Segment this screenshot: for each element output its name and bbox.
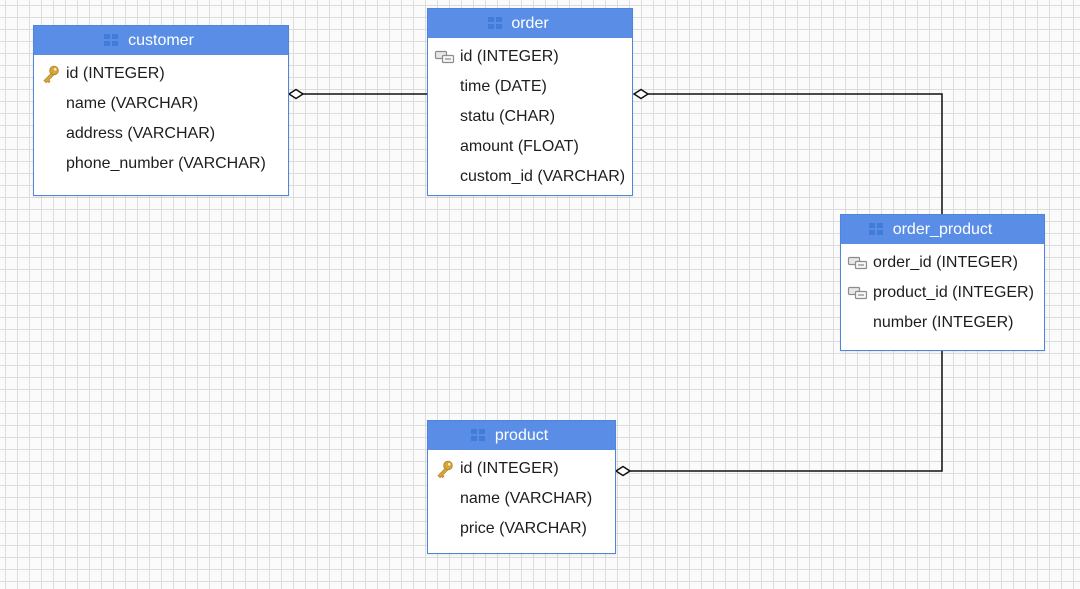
foreign-key-icon (847, 255, 869, 271)
entity-header[interactable]: order_product (841, 215, 1044, 244)
aggregation-diamond (614, 465, 632, 477)
icon-spacer (434, 491, 456, 507)
attribute-row[interactable]: amount (FLOAT) (428, 132, 632, 162)
attribute-label: order_id (INTEGER) (873, 254, 1018, 271)
attribute-label: name (VARCHAR) (460, 490, 593, 507)
relationship-customer-order (287, 88, 427, 100)
attribute-label: time (DATE) (460, 78, 547, 95)
attribute-label: product_id (INTEGER) (873, 284, 1034, 301)
entity-header[interactable]: customer (34, 26, 288, 55)
entity-order-product[interactable]: order_product order_id (INTEGER) product_i… (840, 214, 1045, 351)
entity-title: product (494, 426, 549, 444)
attribute-label: number (INTEGER) (873, 314, 1014, 331)
attribute-row[interactable]: id (INTEGER) (34, 59, 288, 89)
attribute-label: address (VARCHAR) (66, 125, 216, 142)
attribute-label: phone_number (VARCHAR) (66, 155, 266, 172)
table-icon (868, 223, 883, 235)
attribute-label: price (VARCHAR) (460, 520, 587, 537)
icon-spacer (434, 79, 456, 95)
key-icon (434, 460, 456, 479)
attribute-label: id (INTEGER) (66, 65, 165, 82)
table-icon (487, 17, 502, 29)
icon-spacer (434, 109, 456, 125)
foreign-key-icon (847, 285, 869, 301)
attribute-label: id (INTEGER) (460, 460, 559, 477)
attribute-list: id (INTEGER) name (VARCHAR) address (VARCH… (34, 55, 288, 179)
entity-customer[interactable]: customer id (INTEGER) name (VARCHAR) addres… (33, 25, 289, 196)
attribute-row[interactable]: statu (CHAR) (428, 102, 632, 132)
entity-title: customer (128, 31, 194, 49)
key-icon (40, 65, 62, 84)
icon-spacer (434, 521, 456, 537)
table-icon (471, 429, 485, 441)
attribute-row[interactable]: price (VARCHAR) (428, 514, 615, 544)
aggregation-diamond (632, 88, 650, 100)
foreign-key-icon (434, 49, 456, 65)
aggregation-diamond (287, 88, 305, 100)
attribute-row[interactable]: name (VARCHAR) (428, 484, 615, 514)
icon-spacer (40, 96, 62, 112)
attribute-row[interactable]: custom_id (VARCHAR) (428, 162, 632, 192)
attribute-label: custom_id (VARCHAR) (460, 168, 626, 185)
attribute-row[interactable]: name (VARCHAR) (34, 89, 288, 119)
attribute-row[interactable]: number (INTEGER) (841, 308, 1044, 338)
entity-header[interactable]: product (428, 421, 615, 450)
icon-spacer (434, 139, 456, 155)
icon-spacer (434, 169, 456, 185)
attribute-row[interactable]: id (INTEGER) (428, 42, 632, 72)
attribute-list: id (INTEGER) name (VARCHAR) price (VARCHAR… (428, 450, 615, 544)
icon-spacer (40, 126, 62, 142)
entity-title: order (511, 14, 549, 32)
attribute-row[interactable]: order_id (INTEGER) (841, 248, 1044, 278)
attribute-row[interactable]: time (DATE) (428, 72, 632, 102)
attribute-row[interactable]: product_id (INTEGER) (841, 278, 1044, 308)
relationship-order-order-product (632, 88, 943, 214)
attribute-row[interactable]: phone_number (VARCHAR) (34, 149, 288, 179)
attribute-label: id (INTEGER) (460, 48, 559, 65)
relationship-product-order-product (614, 350, 943, 477)
attribute-list: id (INTEGER) time (DATE) statu (CHAR) amoun… (428, 38, 632, 192)
attribute-row[interactable]: address (VARCHAR) (34, 119, 288, 149)
table-icon (104, 34, 118, 46)
attribute-label: amount (FLOAT) (460, 138, 579, 155)
attribute-list: order_id (INTEGER) product_id (INTEGER) nu… (841, 244, 1044, 338)
attribute-label: statu (CHAR) (460, 108, 556, 125)
attribute-row[interactable]: id (INTEGER) (428, 454, 615, 484)
entity-title: order_product (892, 220, 993, 238)
icon-spacer (847, 315, 869, 331)
entity-header[interactable]: order (428, 9, 632, 38)
entity-order[interactable]: order id (INTEGER) time (DATE) statu (CHAR)… (427, 8, 633, 196)
icon-spacer (40, 156, 62, 172)
entity-product[interactable]: product id (INTEGER) name (VARCHAR) price (… (427, 420, 616, 554)
attribute-label: name (VARCHAR) (66, 95, 199, 112)
